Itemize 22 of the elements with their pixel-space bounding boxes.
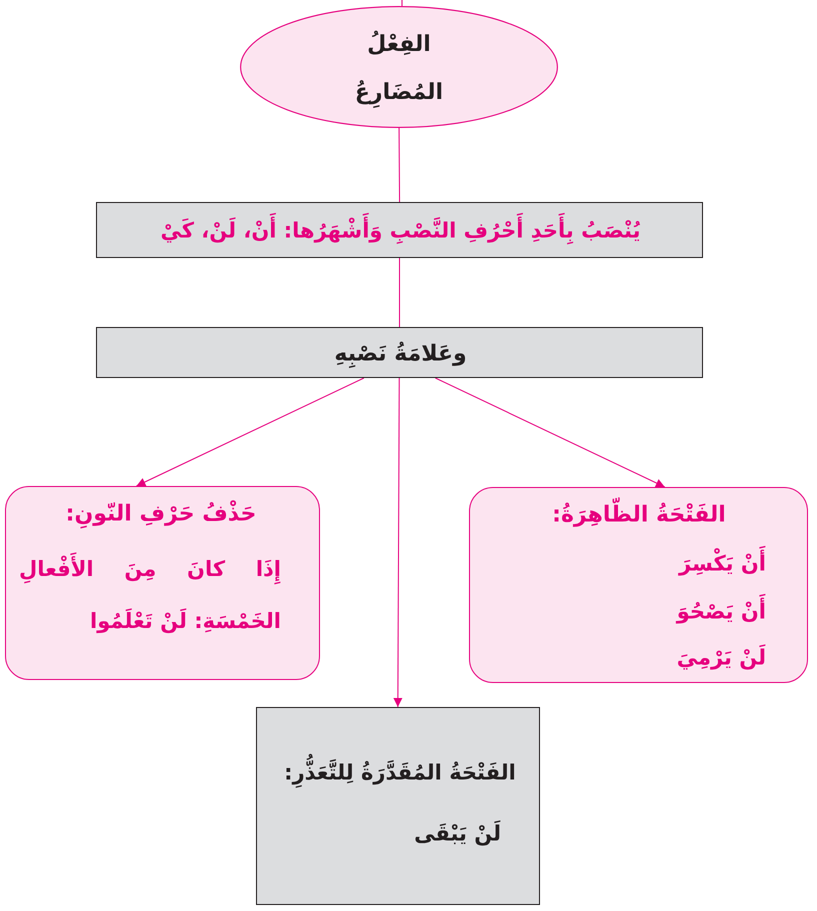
box-heading: الفَتْحَةُ المُقَدَّرَةُ لِلتَّعَذُّرِ: bbox=[279, 756, 521, 790]
example-text: أَنْ يَكْسِرَ bbox=[674, 547, 771, 581]
ellipse-node bbox=[240, 6, 558, 128]
example-text: أَنْ يَصْحُوَ bbox=[672, 595, 771, 629]
process-box bbox=[256, 707, 540, 905]
connector-line bbox=[399, 258, 400, 328]
arrow bbox=[393, 378, 402, 708]
arrow bbox=[434, 378, 666, 488]
example-text: لَنْ يَرْمِيَ bbox=[676, 644, 767, 672]
connector-line bbox=[398, 128, 400, 202]
example-text: لَنْ يَبْقَى bbox=[413, 820, 502, 848]
arrow bbox=[136, 378, 364, 486]
box-heading: الفَتْحَةُ الظّاهِرَةُ: bbox=[547, 498, 731, 532]
process-box bbox=[96, 202, 703, 258]
box-heading: حَذْفُ حَرْفِ النّونِ: bbox=[64, 499, 258, 530]
rounded-box bbox=[469, 487, 808, 683]
process-box bbox=[96, 327, 703, 378]
node-text: يُنْصَبُ بِأَحَدِ أَحْرُفِ النَّصْبِ وَأَشْهَرُها: أَنْ، لَنْ، كَيْ bbox=[156, 214, 646, 248]
box-text: إِذَا كانَ مِنَ الأَفْعالِ الخَمْسَةِ: لَنْ تَعْلَمُوا bbox=[14, 542, 286, 648]
node-text: الفِعْلُ المُضَارِعُ bbox=[350, 20, 448, 118]
node-text: وعَلامَةُ نَصْبِهِ bbox=[333, 340, 468, 370]
rounded-box bbox=[5, 486, 320, 680]
